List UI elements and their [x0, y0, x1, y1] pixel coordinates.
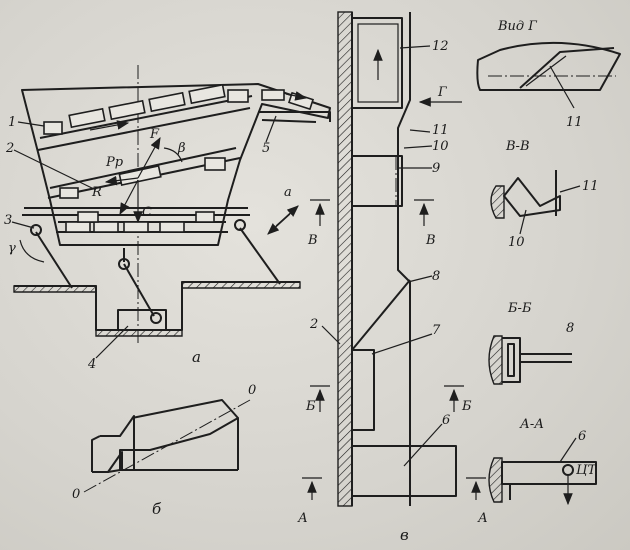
label-amplitude-a: a — [284, 185, 292, 200]
label-5: 5 — [262, 141, 270, 156]
axis-label-o-top: 0 — [248, 383, 256, 398]
section-vv-sketch — [490, 170, 581, 235]
cut-a-left: А — [297, 511, 308, 526]
label-2: 2 — [5, 141, 14, 156]
label-beta: β — [177, 141, 186, 156]
section-bb-sketch — [488, 335, 572, 385]
label-3: 3 — [4, 213, 12, 228]
label-r: R — [91, 185, 102, 200]
axis-label-o-bottom: 0 — [72, 487, 80, 502]
chute-assembly — [302, 11, 486, 507]
section-vv-label-11: 11 — [582, 179, 599, 194]
label-11: 11 — [432, 123, 449, 138]
section-vv-title: В-В — [505, 139, 530, 154]
label-7: 7 — [432, 323, 441, 338]
section-bb-label-8: 8 — [566, 321, 574, 336]
label-6: 6 — [442, 413, 450, 428]
label-1: 1 — [8, 115, 16, 130]
section-aa-title: А-А — [519, 417, 544, 432]
label-4: 4 — [87, 357, 96, 372]
label-10: 10 — [432, 139, 449, 154]
cut-bb-right: Б — [461, 399, 472, 414]
cut-b-right: В — [425, 233, 436, 248]
label-12: 12 — [432, 39, 449, 54]
figure-label-a: а — [192, 348, 201, 366]
cut-b-left: В — [307, 233, 318, 248]
cut-a-right: А — [477, 511, 488, 526]
label-c: C — [142, 205, 152, 220]
label-8: 8 — [432, 269, 440, 284]
view-g-title: Вид Г — [497, 19, 537, 34]
section-aa-label-6: 6 — [578, 429, 586, 444]
cut-bb-left: Б — [305, 399, 316, 414]
label-view-arrow-g: Г — [437, 85, 447, 100]
view-g-label-11: 11 — [566, 115, 583, 130]
label-chute-2: 2 — [309, 317, 318, 332]
feeder-assembly — [11, 65, 331, 359]
label-force-f: F — [149, 127, 160, 142]
label-gamma: γ — [8, 241, 16, 256]
figure-label-v: в — [400, 526, 409, 544]
section-aa-sketch — [488, 437, 597, 506]
label-pr: Pр — [105, 155, 124, 170]
view-g-sketch — [476, 41, 621, 109]
section-aa-label-ct: ЦТ — [576, 463, 597, 478]
section-vv-label-10: 10 — [508, 235, 525, 250]
figure-label-b: б — [152, 500, 162, 518]
profile-sketch — [83, 399, 251, 493]
section-bb-title: Б-Б — [507, 301, 532, 316]
label-9: 9 — [432, 161, 440, 176]
